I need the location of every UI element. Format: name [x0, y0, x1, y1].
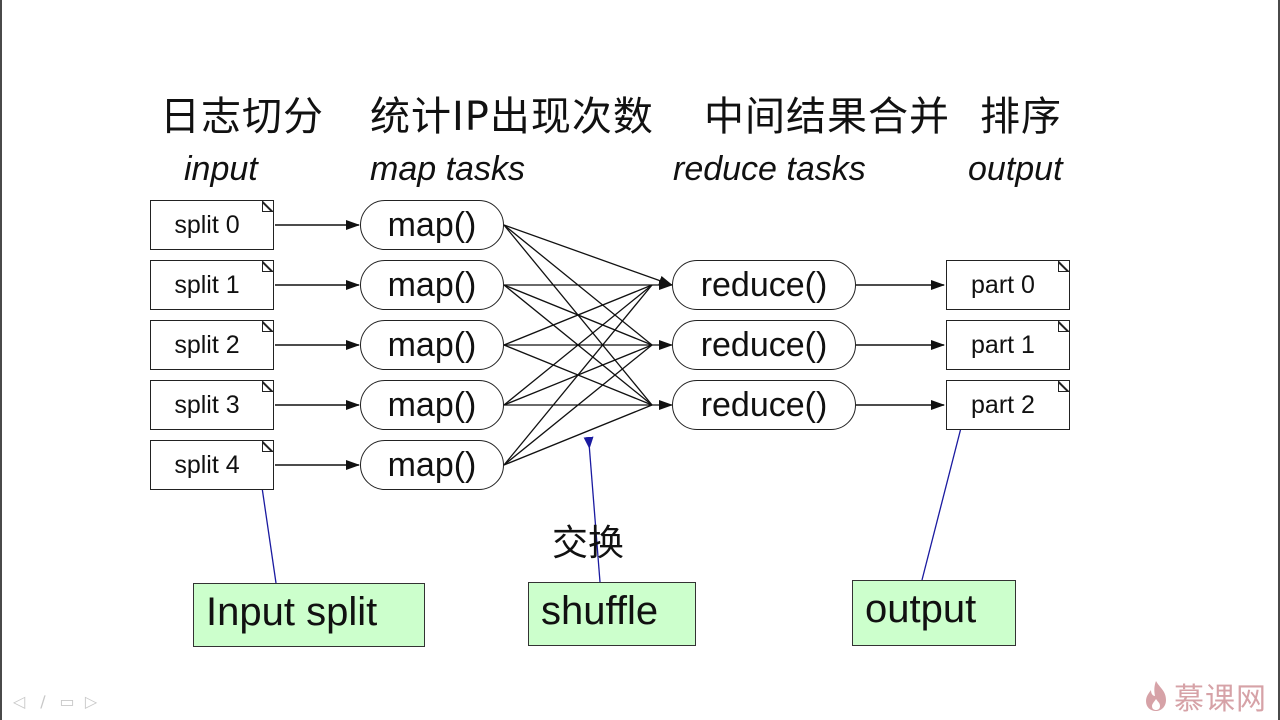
- map-task-4: map(): [360, 440, 504, 490]
- folded-corner-icon: [262, 320, 274, 332]
- heading-count-ip: 统计IP出现次数: [370, 94, 654, 140]
- column-map-tasks: map tasks: [370, 150, 525, 188]
- folded-corner-icon: [1058, 260, 1070, 272]
- map-task-1: map(): [360, 260, 504, 310]
- map-task-3: map(): [360, 380, 504, 430]
- slide-border-right: [1278, 0, 1280, 720]
- split-box-1: split 1: [150, 260, 274, 310]
- split-box-2: split 2: [150, 320, 274, 370]
- next-icon[interactable]: ▷: [84, 692, 98, 711]
- column-input: input: [184, 150, 258, 188]
- shuffle-cn-label: 交换: [552, 523, 625, 564]
- prev-icon[interactable]: ◁: [12, 692, 26, 711]
- pointer-output: [921, 412, 970, 581]
- part-box-0: part 0: [946, 260, 1070, 310]
- folded-corner-icon: [262, 380, 274, 392]
- column-output: output: [968, 150, 1063, 188]
- map-task-0: map(): [360, 200, 504, 250]
- part-label: part 0: [971, 270, 1035, 299]
- menu-icon[interactable]: ▭: [59, 692, 75, 711]
- folded-corner-icon: [262, 200, 274, 212]
- split-box-3: split 3: [150, 380, 274, 430]
- brand-watermark: 慕课网: [1142, 674, 1267, 718]
- callout-shuffle: shuffle: [528, 582, 696, 646]
- split-label: split 0: [174, 210, 240, 239]
- reduce-task-0: reduce(): [672, 260, 856, 310]
- shuffle-lines: [503, 224, 673, 466]
- flame-logo-icon: [1146, 681, 1166, 711]
- part-box-2: part 2: [946, 380, 1070, 430]
- heading-merge: 中间结果合并: [704, 94, 950, 140]
- slide-border-left: [0, 0, 2, 720]
- callout-input-split: Input split: [193, 583, 425, 647]
- heading-log-split: 日志切分: [160, 94, 324, 140]
- map-task-2: map(): [360, 320, 504, 370]
- folded-corner-icon: [262, 440, 274, 452]
- column-reduce-tasks: reduce tasks: [673, 150, 866, 188]
- heading-sort: 排序: [980, 94, 1062, 140]
- brand-text: 慕课网: [1174, 682, 1267, 717]
- reduce-task-2: reduce(): [672, 380, 856, 430]
- pointer-shuffle: [583, 436, 601, 583]
- split-label: split 3: [174, 390, 240, 419]
- split-box-4: split 4: [150, 440, 274, 490]
- pen-icon[interactable]: ∕: [40, 692, 46, 711]
- part-label: part 2: [971, 390, 1035, 419]
- callout-output: output: [852, 580, 1016, 646]
- split-label: split 1: [174, 270, 240, 299]
- split-label: split 4: [174, 450, 240, 479]
- part-label: part 1: [971, 330, 1035, 359]
- folded-corner-icon: [1058, 380, 1070, 392]
- part-box-1: part 1: [946, 320, 1070, 370]
- reduce-task-1: reduce(): [672, 320, 856, 370]
- folded-corner-icon: [262, 260, 274, 272]
- folded-corner-icon: [1058, 320, 1070, 332]
- split-label: split 2: [174, 330, 240, 359]
- slide-nav: ◁ ∕ ▭ ▷: [10, 693, 100, 711]
- split-box-0: split 0: [150, 200, 274, 250]
